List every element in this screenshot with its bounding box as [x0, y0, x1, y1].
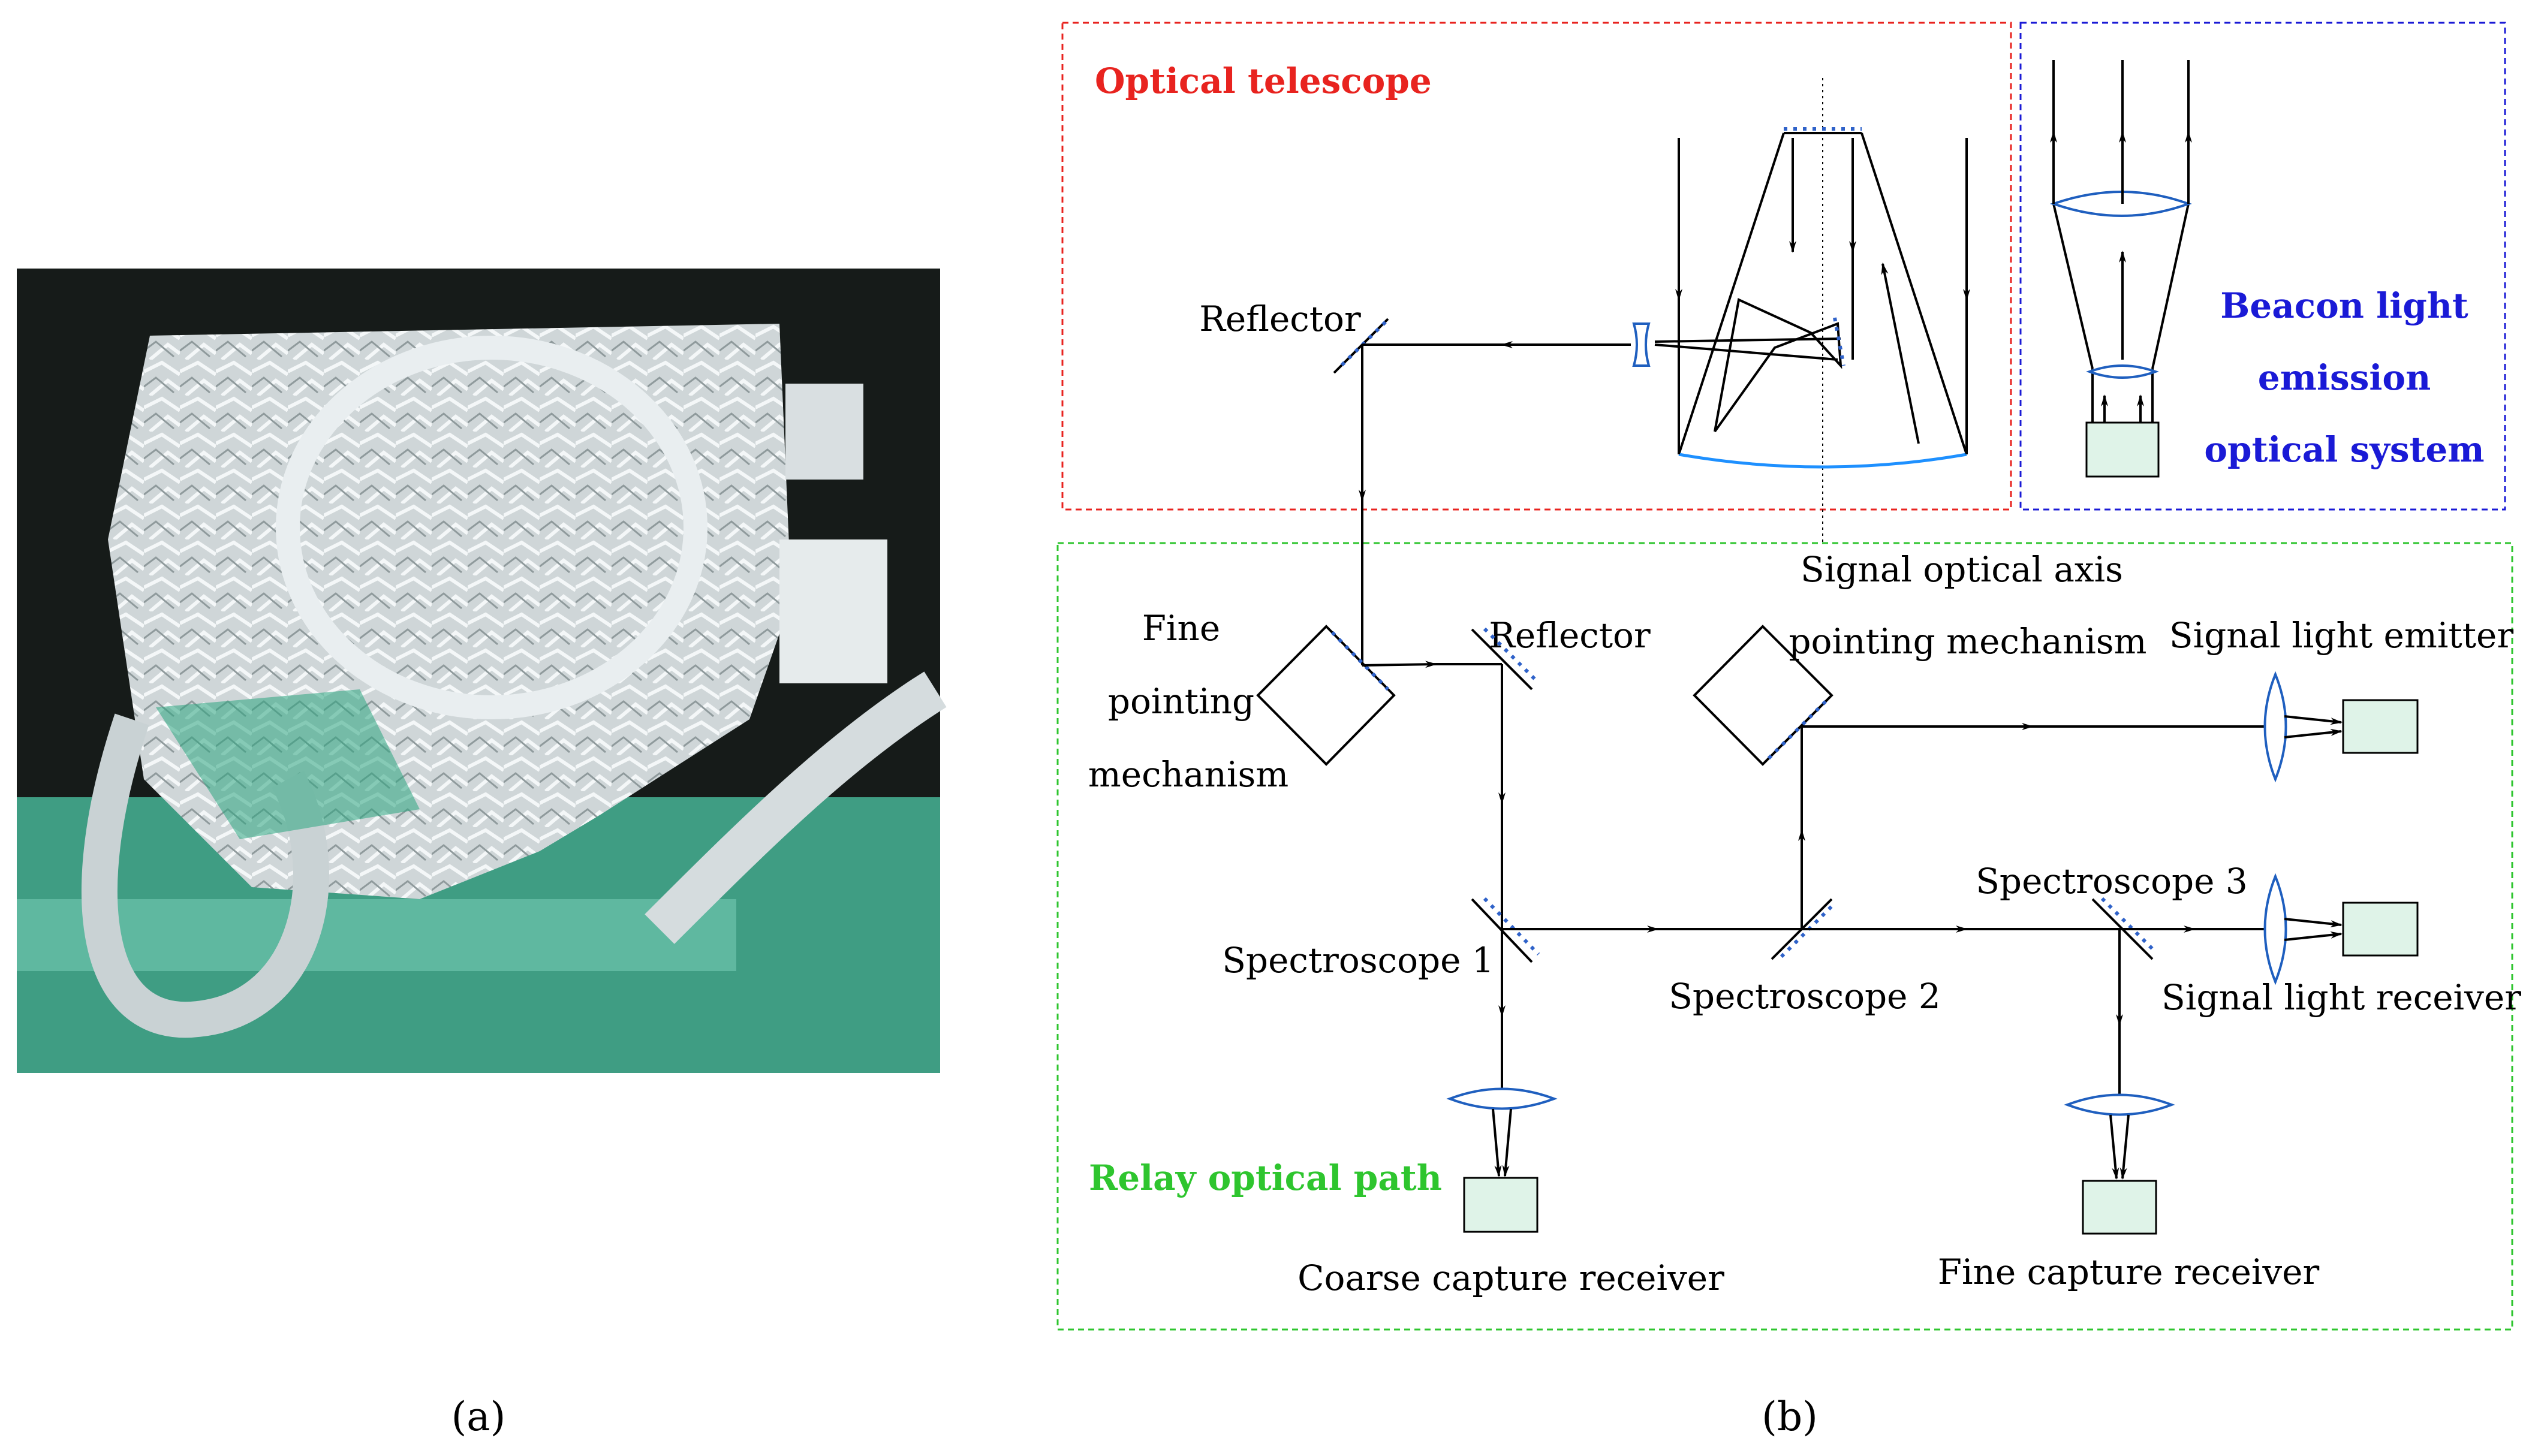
- beacon-title-line-1: Beacon light: [2220, 285, 2468, 326]
- photo-side-box-2: [785, 384, 863, 480]
- receiver-lens: [2263, 873, 2287, 985]
- beacon-small-lens: [2086, 364, 2159, 379]
- coarse-lens: [1446, 1087, 1558, 1110]
- signal-light-receiver: [2342, 902, 2419, 957]
- photo-panel: [17, 269, 947, 1073]
- signal-light-emitter: [2342, 699, 2419, 754]
- fine-receiver-label: Fine capture receiver: [1938, 1252, 2320, 1292]
- signal-emitter-label: Signal light emitter: [2169, 615, 2513, 656]
- spectroscope2-label: Spectroscope 2: [1669, 976, 1941, 1017]
- signal-axis-label: Signal optical axis: [1801, 549, 2123, 590]
- fine-lens: [2064, 1093, 2175, 1116]
- caption-b: (b): [1762, 1394, 1818, 1440]
- relay-region: [1056, 542, 2513, 1331]
- photo-side-box: [779, 539, 887, 683]
- spectroscope3-label: Spectroscope 3: [1976, 861, 2248, 902]
- fine-pointing-label-3: mechanism: [1088, 754, 1288, 795]
- beacon-region: [2019, 22, 2506, 511]
- fine-pointing-label-2: pointing: [1108, 681, 1254, 722]
- telescope-title: Optical telescope: [1095, 61, 1432, 101]
- photo-green-tint: [156, 689, 420, 839]
- telescope-body: [1632, 127, 1970, 469]
- beacon-title-line-3: optical system: [2204, 429, 2484, 470]
- telescope-region: [1061, 22, 2012, 511]
- beacon-large-lens: [2049, 191, 2192, 217]
- beam-fpm-to-reflector: [1362, 661, 1437, 668]
- coarse-receiver-label: Coarse capture receiver: [1297, 1258, 1724, 1298]
- reflector-top-label: Reflector: [1199, 299, 1361, 339]
- caption-a: (a): [451, 1394, 506, 1440]
- beacon-source: [2085, 421, 2160, 478]
- photo-scaffold: [17, 899, 736, 971]
- spectroscope1-label: Spectroscope 1: [1222, 940, 1494, 981]
- signal-receiver-label: Signal light receiver: [2161, 977, 2521, 1018]
- telescope-small-lens: [1632, 322, 1651, 367]
- pointing-mechanism: [1693, 625, 1833, 766]
- diagram-panel: Optical telescope Beacon light emission …: [1056, 22, 2521, 1331]
- reflector-relay-label: Reflector: [1489, 615, 1651, 656]
- pointing-mechanism-label: pointing mechanism: [1789, 621, 2146, 662]
- beacon-title-line-2: emission: [2258, 357, 2431, 398]
- relay-title: Relay optical path: [1089, 1157, 1442, 1198]
- photo-foil-loop: [81, 713, 329, 1038]
- reflector-relay: [1471, 628, 1533, 691]
- photo-foil-arm: [645, 671, 947, 944]
- fine-pointing-mechanism: [1256, 625, 1396, 766]
- fine-capture-receiver: [2082, 1180, 2157, 1235]
- emitter-lens: [2263, 671, 2287, 783]
- fine-pointing-label-1: Fine: [1142, 608, 1220, 649]
- coarse-capture-receiver: [1463, 1177, 1539, 1233]
- photo-foil-ring: [276, 336, 707, 719]
- beacon-optics: [2049, 60, 2192, 478]
